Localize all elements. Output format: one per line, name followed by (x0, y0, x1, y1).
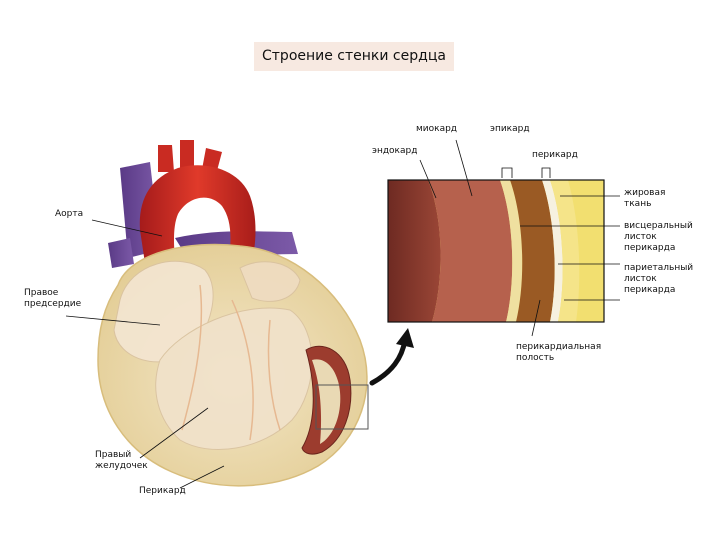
coronary-vessels (181, 284, 281, 441)
label-myocardium: миокард (416, 124, 458, 134)
epicardium-layer (500, 180, 523, 322)
label-parietal-layer: париетальный листок перикарда (624, 263, 694, 295)
label-right-atrium: Правое предсердие (24, 288, 82, 309)
label-pericardium-small: перикард (532, 150, 578, 160)
endocardium-layer (388, 180, 441, 322)
heart-wall-cutaway (301, 345, 352, 455)
right-ventricle (155, 307, 313, 450)
zoom-arrow-icon (369, 328, 414, 386)
left-auricle (239, 261, 301, 302)
fat-tissue-layer (550, 180, 580, 322)
label-epicardium: эпикард (490, 124, 530, 134)
label-visceral-layer: висцеральный листок перикарда (624, 221, 693, 253)
label-endocardium: эндокард (372, 146, 418, 156)
myocardium-layer (428, 180, 513, 322)
label-pericardial-cavity: перикардиальная полость (516, 342, 602, 363)
wall-layers-inset (387, 179, 605, 323)
inferior-vein-stub (108, 238, 134, 268)
aorta (139, 165, 256, 270)
slide-title: Строение стенки сердца (254, 42, 454, 71)
zoom-box (315, 384, 369, 430)
pericardial-cavity-layer (510, 180, 555, 322)
label-fat-tissue: жировая ткань (624, 188, 666, 209)
parietal-pericardium-layer (542, 180, 563, 322)
label-aorta: Аорта (55, 209, 84, 219)
leader-lines (65, 139, 620, 489)
heart-body (113, 260, 313, 450)
label-pericardium: Перикард (139, 486, 186, 496)
label-right-ventricle: Правый желудочек (95, 450, 148, 471)
